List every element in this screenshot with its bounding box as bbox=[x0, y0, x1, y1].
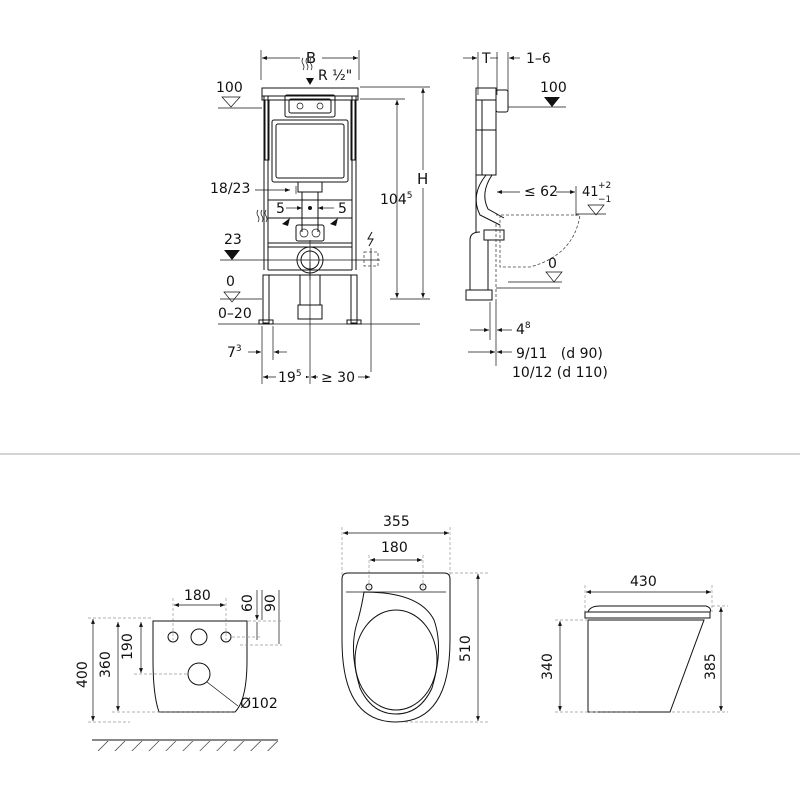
side-level-100-label: 100 bbox=[540, 80, 567, 96]
level-100-label: 100 bbox=[216, 80, 243, 96]
level-0-label: 0 bbox=[226, 274, 235, 290]
dim-4-8-sup: 8 bbox=[525, 321, 531, 331]
dim-7-3-sup: 3 bbox=[236, 344, 242, 354]
bowl-front-90-label: 90 bbox=[263, 594, 279, 612]
dim-H-label: H bbox=[417, 170, 428, 188]
dim-9-11-label: 9/11 (d 90) bbox=[516, 346, 603, 362]
dim-19-5-sup: 5 bbox=[296, 369, 302, 379]
bowl-side-view: 430 340 385 bbox=[540, 574, 728, 713]
svg-text:1045: 1045 bbox=[380, 191, 412, 208]
level-23-label: 23 bbox=[224, 232, 242, 248]
bowl-front-d102-label: Ø102 bbox=[240, 696, 278, 712]
floor-hatch bbox=[92, 741, 278, 751]
dim-ge30-label: ≥ 30 bbox=[321, 370, 355, 386]
bowl-front-190-label: 190 bbox=[120, 633, 136, 660]
frame-front-view: B R ½" 100 bbox=[210, 48, 432, 386]
dim-104-5-label: 104 bbox=[380, 192, 407, 208]
dim-104-5-sup: 5 bbox=[407, 191, 413, 201]
bowl-top-510-label: 510 bbox=[458, 635, 474, 662]
bowl-top-180-label: 180 bbox=[381, 540, 408, 556]
bowl-top-view: 355 180 510 bbox=[341, 514, 488, 723]
dim-le62-label: ≤ 62 bbox=[524, 184, 558, 200]
svg-text:48: 48 bbox=[516, 321, 531, 338]
dim-41-minus: −1 bbox=[598, 195, 611, 205]
dim-41-label: 41 bbox=[582, 185, 599, 200]
dim-T-label: T bbox=[481, 51, 491, 67]
level-0-20-label: 0–20 bbox=[218, 306, 252, 322]
dim-7-3-label: 7 bbox=[227, 345, 236, 361]
dim-5-right-label: 5 bbox=[338, 201, 347, 217]
dim-41-plus: +2 bbox=[598, 181, 611, 191]
bowl-front-400-label: 400 bbox=[75, 661, 91, 688]
bowl-front-60-label: 60 bbox=[240, 594, 256, 612]
bowl-side-385-label: 385 bbox=[703, 653, 719, 680]
svg-text:195: 195 bbox=[278, 369, 302, 386]
bowl-side-430-label: 430 bbox=[630, 574, 657, 590]
dim-10-12-label: 10/12 (d 110) bbox=[512, 365, 608, 381]
bowl-front-view: 180 60 90 190 360 400 Ø102 bbox=[75, 588, 282, 751]
dim-4-8-label: 4 bbox=[516, 322, 525, 338]
bowl-side-340-label: 340 bbox=[540, 653, 556, 680]
water-connection-icon bbox=[256, 209, 268, 223]
bowl-top-355-label: 355 bbox=[383, 514, 410, 530]
bowl-front-360-label: 360 bbox=[98, 651, 114, 678]
svg-text:41: 41 bbox=[582, 185, 599, 200]
dim-5-left-label: 5 bbox=[276, 201, 285, 217]
dim-R-label: R ½" bbox=[318, 68, 352, 84]
svg-text:73: 73 bbox=[227, 344, 242, 361]
bowl-front-180-label: 180 bbox=[184, 588, 211, 604]
frame-side-view: T 1–6 100 ≤ 62 bbox=[463, 51, 611, 381]
dim-1-6-label: 1–6 bbox=[526, 51, 551, 67]
dim-18-23-label: 18/23 bbox=[210, 181, 250, 197]
side-level-0-label: 0 bbox=[548, 256, 557, 272]
dim-19-5-label: 19 bbox=[278, 370, 296, 386]
water-supply-icon bbox=[301, 57, 314, 85]
